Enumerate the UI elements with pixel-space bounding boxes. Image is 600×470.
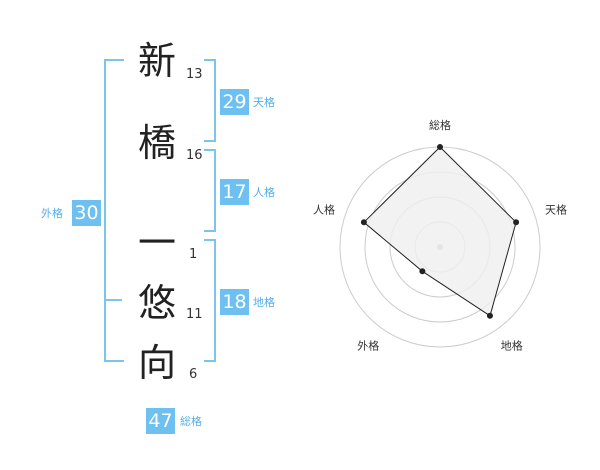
gaikaku-label: 外格 bbox=[41, 207, 63, 220]
stroke-count-5: 6 bbox=[189, 367, 198, 382]
jinkaku-label: 人格 bbox=[253, 186, 275, 199]
stroke-count-1: 13 bbox=[186, 67, 203, 82]
soukaku-label: 総格 bbox=[180, 415, 202, 428]
name-char-1: 新 bbox=[137, 39, 176, 83]
radar-point bbox=[437, 144, 443, 150]
tenkaku-bracket bbox=[204, 59, 216, 142]
radar-point bbox=[360, 219, 367, 226]
jinkaku-value-badge: 17 bbox=[220, 179, 249, 205]
gaikaku-bracket-divider bbox=[104, 299, 122, 301]
name-char-2: 橋 bbox=[137, 121, 176, 165]
stroke-count-4: 11 bbox=[186, 307, 203, 322]
radar-axis-label: 外格 bbox=[357, 339, 379, 353]
radar-point bbox=[486, 312, 493, 319]
name-char-3: 一 bbox=[137, 221, 176, 265]
stroke-count-2: 16 bbox=[186, 148, 203, 163]
stroke-count-3: 1 bbox=[189, 247, 198, 262]
radar-axis-label: 総格 bbox=[429, 118, 451, 132]
gaikaku-bracket bbox=[104, 59, 124, 362]
tenkaku-value-badge: 29 bbox=[220, 89, 249, 115]
radar-axis-label: 地格 bbox=[501, 339, 523, 353]
chikaku-bracket bbox=[204, 239, 216, 362]
name-char-4: 悠 bbox=[137, 281, 176, 325]
tenkaku-label: 天格 bbox=[253, 96, 275, 109]
soukaku-value-badge: 47 bbox=[146, 408, 175, 434]
jinkaku-bracket bbox=[204, 149, 216, 232]
radar-axis-label: 人格 bbox=[313, 202, 335, 216]
radar-area bbox=[363, 146, 517, 317]
chikaku-label: 地格 bbox=[253, 296, 275, 309]
gaikaku-value-badge: 30 bbox=[72, 200, 101, 226]
radar-point bbox=[419, 268, 426, 275]
radar-axis-label: 天格 bbox=[545, 202, 567, 216]
chikaku-value-badge: 18 bbox=[220, 289, 249, 315]
name-char-5: 向 bbox=[137, 341, 176, 385]
radar-point bbox=[513, 219, 520, 226]
